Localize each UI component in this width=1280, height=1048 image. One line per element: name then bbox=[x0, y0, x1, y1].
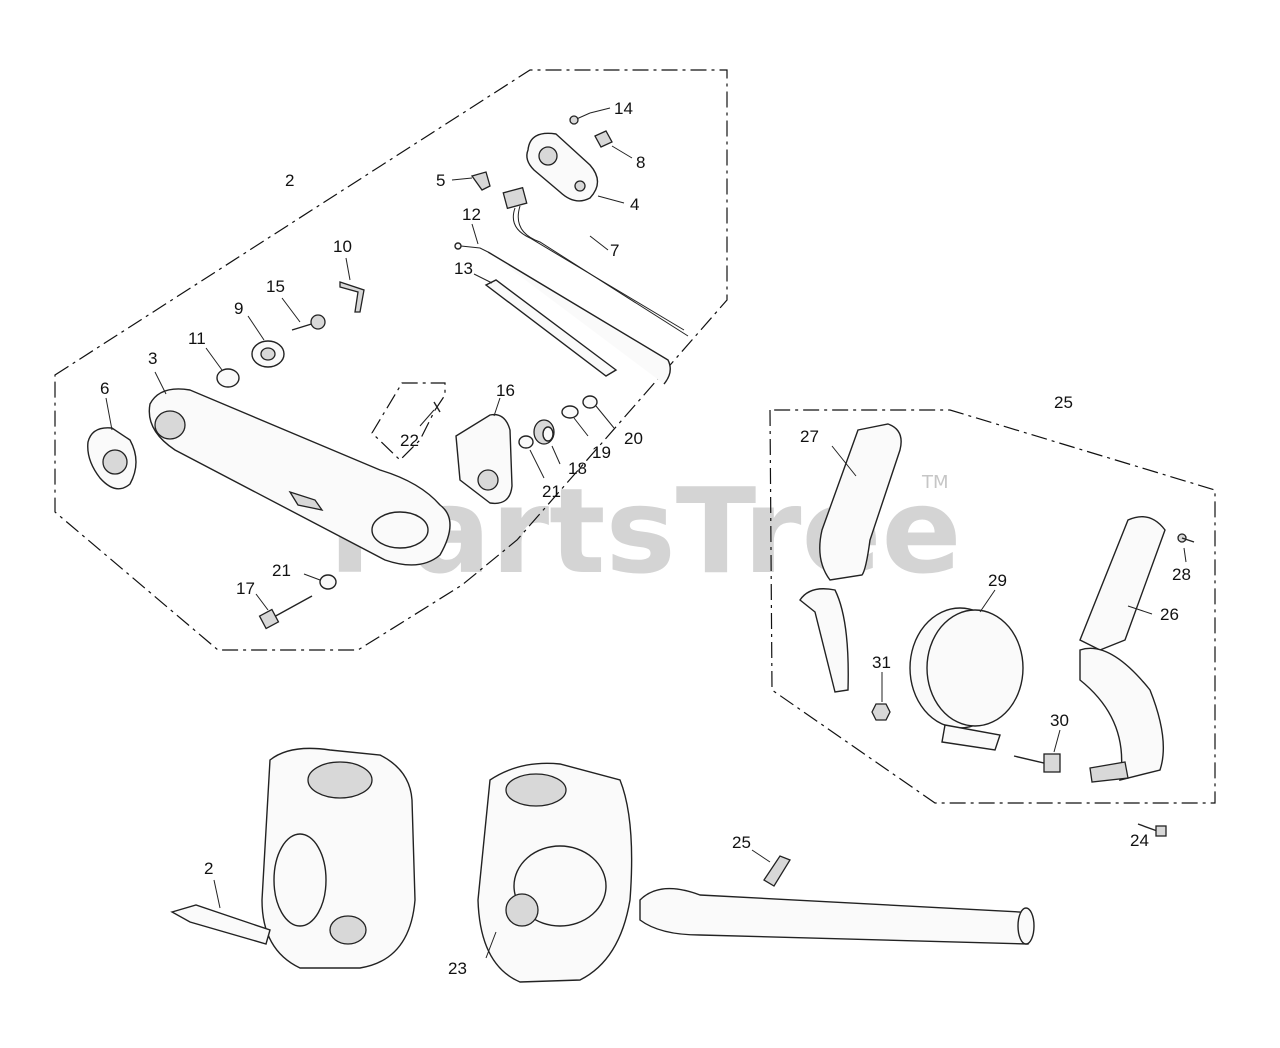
group-outline-bracket bbox=[371, 382, 446, 461]
blower-side-view bbox=[477, 762, 1035, 983]
part-11-washer[interactable] bbox=[205, 347, 240, 388]
callout-15: 15 bbox=[266, 277, 285, 296]
part-19-washer[interactable] bbox=[561, 405, 589, 437]
group-outline-control-handle bbox=[54, 69, 728, 651]
callout-16: 16 bbox=[496, 381, 515, 400]
part-18-spring[interactable] bbox=[533, 419, 561, 465]
callout-12: 12 bbox=[462, 205, 481, 224]
part-12-throttle-cable[interactable] bbox=[454, 223, 489, 253]
part-21-washer-upper[interactable] bbox=[518, 435, 545, 479]
callout-23: 23 bbox=[448, 959, 467, 978]
part-17-bolt[interactable] bbox=[255, 593, 313, 630]
blower-rear-view bbox=[170, 747, 416, 969]
part-7-switch-cable[interactable] bbox=[502, 186, 689, 337]
part-4-handle-cover[interactable] bbox=[526, 132, 625, 204]
part-28-screw[interactable] bbox=[1177, 533, 1195, 563]
callout-24: 24 bbox=[1130, 831, 1149, 850]
part-10-pin[interactable] bbox=[339, 257, 365, 313]
callout-9: 9 bbox=[234, 299, 243, 318]
callout-14: 14 bbox=[614, 99, 633, 118]
part-27-handle-grip[interactable] bbox=[799, 423, 902, 693]
callout-10: 10 bbox=[333, 237, 352, 256]
callout-22: 22 bbox=[400, 431, 419, 450]
callout-13: 13 bbox=[454, 259, 473, 278]
part-29-clamp-ring[interactable] bbox=[909, 589, 1024, 751]
callout-30: 30 bbox=[1050, 711, 1069, 730]
part-31-nut[interactable] bbox=[871, 672, 891, 721]
callout-21-lower: 21 bbox=[272, 561, 291, 580]
group-outline-handle-assembly bbox=[769, 409, 1216, 804]
callout-5: 5 bbox=[436, 171, 445, 190]
part-22-pin[interactable] bbox=[419, 401, 441, 427]
callout-2-assembled: 2 bbox=[204, 859, 213, 878]
part-14-screw[interactable] bbox=[569, 107, 611, 125]
callout-29: 29 bbox=[988, 571, 1007, 590]
callout-18: 18 bbox=[568, 459, 587, 478]
callout-2: 2 bbox=[285, 171, 294, 190]
callout-28: 28 bbox=[1172, 565, 1191, 584]
callout-4: 4 bbox=[630, 195, 639, 214]
watermark-tm: TM bbox=[921, 472, 949, 493]
callout-20: 20 bbox=[624, 429, 643, 448]
callout-11: 11 bbox=[188, 329, 206, 348]
part-20-nut[interactable] bbox=[582, 395, 615, 429]
part-15-bolt[interactable] bbox=[281, 297, 326, 331]
callout-21-upper: 21 bbox=[542, 482, 561, 501]
callout-17: 17 bbox=[236, 579, 255, 598]
callout-8: 8 bbox=[636, 153, 645, 172]
callout-27: 27 bbox=[800, 427, 819, 446]
callout-6: 6 bbox=[100, 379, 109, 398]
part-8-nut[interactable] bbox=[594, 130, 633, 159]
callout-31: 31 bbox=[872, 653, 891, 672]
part-26-handle[interactable] bbox=[1079, 516, 1166, 783]
part-6-grip[interactable] bbox=[87, 397, 137, 490]
part-3-lever-arm[interactable] bbox=[148, 371, 451, 566]
part-9-collar[interactable] bbox=[247, 315, 285, 368]
callout-25-group: 25 bbox=[1054, 393, 1073, 412]
callout-26: 26 bbox=[1160, 605, 1179, 624]
part-30-knob[interactable] bbox=[1013, 729, 1061, 773]
part-5-clip[interactable] bbox=[451, 171, 491, 191]
part-24-bolt[interactable] bbox=[1137, 823, 1167, 837]
part-13-tube[interactable] bbox=[473, 251, 671, 385]
part-16-bracket[interactable] bbox=[455, 397, 513, 505]
callout-3: 3 bbox=[148, 349, 157, 368]
callout-25-assembled: 25 bbox=[732, 833, 751, 852]
part-21-washer-lower[interactable] bbox=[303, 573, 337, 590]
callout-7: 7 bbox=[610, 241, 619, 260]
callout-19: 19 bbox=[592, 443, 611, 462]
